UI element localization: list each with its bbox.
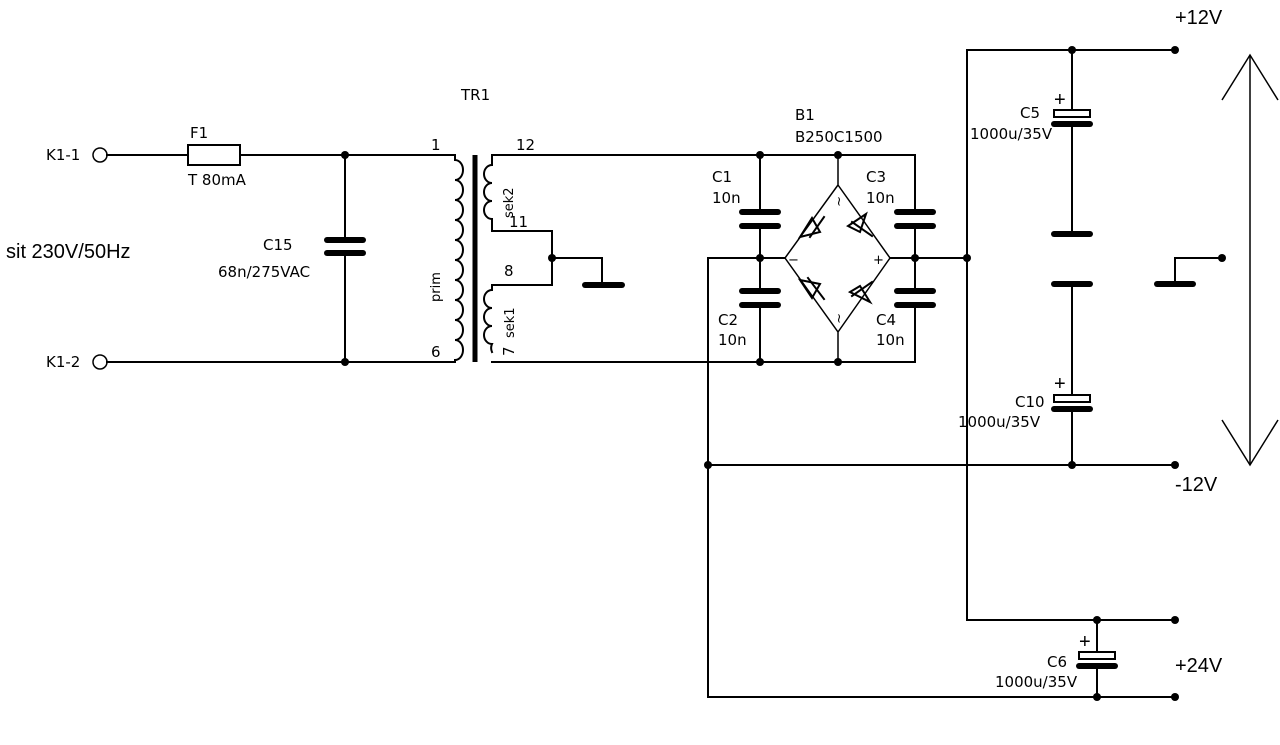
secondary-2-label: sek2 bbox=[502, 187, 517, 218]
secondary-1-label: sek1 bbox=[503, 307, 518, 338]
fuse-ref: F1 bbox=[190, 124, 208, 142]
transformer-ref: TR1 bbox=[460, 86, 490, 104]
right-ground bbox=[1154, 254, 1226, 287]
double-arrow bbox=[1221, 53, 1279, 467]
terminal-k1-2[interactable] bbox=[92, 354, 108, 370]
c10-ref: C10 bbox=[1015, 393, 1045, 411]
c1-ref: C1 bbox=[712, 168, 732, 186]
primary-winding bbox=[454, 154, 464, 363]
c4-value: 10n bbox=[876, 331, 905, 349]
fuse-f1 bbox=[187, 144, 241, 166]
c2-value: 10n bbox=[718, 331, 747, 349]
diode-d4 bbox=[847, 280, 874, 305]
c10-polarity: + bbox=[1054, 373, 1066, 395]
mains-input: K1-1 K1-2 sit 230V/50Hz F1 T 80mA C15 68… bbox=[6, 124, 456, 371]
terminal-minus-12v[interactable] bbox=[1171, 461, 1179, 469]
c2-ref: C2 bbox=[718, 311, 738, 329]
diode-d2 bbox=[846, 211, 874, 238]
bridge-plus: + bbox=[873, 253, 884, 268]
secondary-1-winding bbox=[483, 288, 494, 354]
bridge-value: B250C1500 bbox=[795, 128, 883, 146]
c15-ref: C15 bbox=[263, 236, 293, 254]
c3-value: 10n bbox=[866, 189, 895, 207]
output-plus-12v-label: +12V bbox=[1175, 7, 1223, 29]
output-minus-12v-label: -12V bbox=[1175, 474, 1218, 496]
terminal-k1-1[interactable] bbox=[92, 147, 108, 163]
terminal-plus-24v-a[interactable] bbox=[1171, 616, 1179, 624]
capacitors-c1-c4: C1 10n C2 10n C3 10n C4 10n bbox=[712, 151, 936, 366]
c1-value: 10n bbox=[712, 189, 741, 207]
fuse-value: T 80mA bbox=[187, 171, 247, 189]
pin-11: 11 bbox=[509, 213, 528, 231]
c6-value: 1000u/35V bbox=[995, 673, 1078, 691]
c5-ref: C5 bbox=[1020, 104, 1040, 122]
pin-6: 6 bbox=[431, 343, 441, 361]
c15-value: 68n/275VAC bbox=[218, 263, 310, 281]
pin-12: 12 bbox=[516, 136, 535, 154]
pin-1: 1 bbox=[431, 136, 441, 154]
bridge-minus: − bbox=[788, 253, 799, 268]
mains-label: sit 230V/50Hz bbox=[6, 241, 131, 263]
c6-ref: C6 bbox=[1047, 653, 1067, 671]
output-rails: +12V -12V +24V bbox=[704, 7, 1223, 701]
terminal-k1-2-label: K1-2 bbox=[46, 353, 80, 371]
bridge-rectifier-b1: B1 B250C1500 − + ~ ~ bbox=[784, 106, 891, 366]
capacitor-c5: + C5 1000u/35V bbox=[970, 46, 1093, 237]
terminal-k1-1-label: K1-1 bbox=[46, 146, 80, 164]
diode-d1 bbox=[797, 215, 826, 239]
c5-value: 1000u/35V bbox=[970, 125, 1053, 143]
terminal-plus-24v-b[interactable] bbox=[1171, 693, 1179, 701]
capacitor-c15 bbox=[324, 151, 366, 366]
c3-ref: C3 bbox=[866, 168, 886, 186]
output-plus-24v-label: +24V bbox=[1175, 655, 1223, 677]
pin-8: 8 bbox=[504, 262, 514, 280]
c10-value: 1000u/35V bbox=[958, 413, 1041, 431]
bridge-ac-bottom: ~ bbox=[831, 313, 846, 324]
primary-label: prim bbox=[429, 272, 444, 302]
secondary-2-winding bbox=[483, 154, 493, 232]
capacitor-c6: + C6 1000u/35V bbox=[995, 616, 1118, 701]
c6-polarity: + bbox=[1079, 631, 1091, 653]
diode-d3 bbox=[797, 276, 826, 301]
c5-polarity: + bbox=[1054, 89, 1066, 111]
bridge-ref: B1 bbox=[795, 106, 815, 124]
capacitor-c10: + C10 1000u/35V bbox=[958, 281, 1093, 469]
pin-7: 7 bbox=[500, 346, 518, 356]
transformer-tr1: TR1 prim 1 6 12 11 sek2 8 7 sek1 bbox=[429, 86, 916, 363]
bridge-ac-top: ~ bbox=[831, 196, 846, 207]
terminal-plus-12v[interactable] bbox=[1171, 46, 1179, 54]
c4-ref: C4 bbox=[876, 311, 896, 329]
